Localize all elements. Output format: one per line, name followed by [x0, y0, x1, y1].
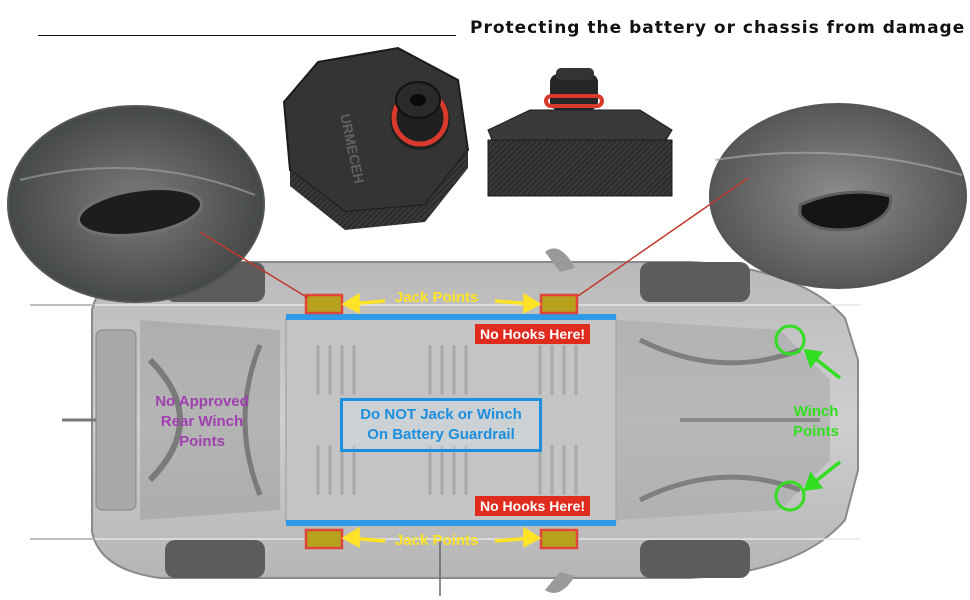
- no-hooks-badge-top: No Hooks Here!: [475, 324, 591, 344]
- jack-pad-top-right: [539, 293, 579, 315]
- winch-point-bottom: [774, 480, 806, 512]
- page-title: Protecting the battery or chassis from d…: [470, 18, 966, 38]
- title-rule: [38, 35, 456, 36]
- front-tire-bottom: [640, 540, 750, 578]
- jack-pad-bottom-left: [304, 528, 344, 550]
- winch-point-top: [774, 324, 806, 356]
- side-seal-ring: [544, 94, 604, 108]
- zoom-bubble-right: [577, 103, 967, 297]
- battery-guardrail-warning: Do NOT Jack or Winch On Battery Guardrai…: [340, 398, 542, 452]
- knurled-base: [487, 139, 673, 197]
- jack-points-label-top: Jack Points: [395, 289, 479, 306]
- no-rear-winch-label: No Approved Rear Winch Points: [155, 393, 249, 450]
- front-tire-top: [640, 262, 750, 302]
- guardrail-bottom: [286, 520, 616, 526]
- car-body: [30, 248, 860, 596]
- jack-pad-product-angled: URMECEH: [282, 46, 470, 230]
- no-hooks-badge-bottom: No Hooks Here!: [475, 496, 591, 516]
- jack-arrows: [341, 292, 542, 548]
- jack-pads: [304, 293, 579, 550]
- guardrail-top: [286, 314, 616, 320]
- rear-bumper: [95, 329, 137, 511]
- jack-pad-bottom-right: [539, 528, 579, 550]
- jack-pad-top-left: [304, 293, 344, 315]
- winch-points-label: Winch Points: [793, 403, 839, 440]
- jack-hole-icon: [77, 187, 203, 237]
- zoom-bubble-left: [7, 105, 309, 303]
- jack-slot-icon: [798, 190, 893, 232]
- rear-tire-bottom: [165, 540, 265, 578]
- mirror-top: [545, 248, 575, 272]
- jack-pad-product-side: [487, 68, 673, 197]
- winch-markers: [774, 324, 842, 512]
- jack-points-label-bottom: Jack Points: [395, 532, 479, 549]
- mirror-bottom: [545, 572, 575, 593]
